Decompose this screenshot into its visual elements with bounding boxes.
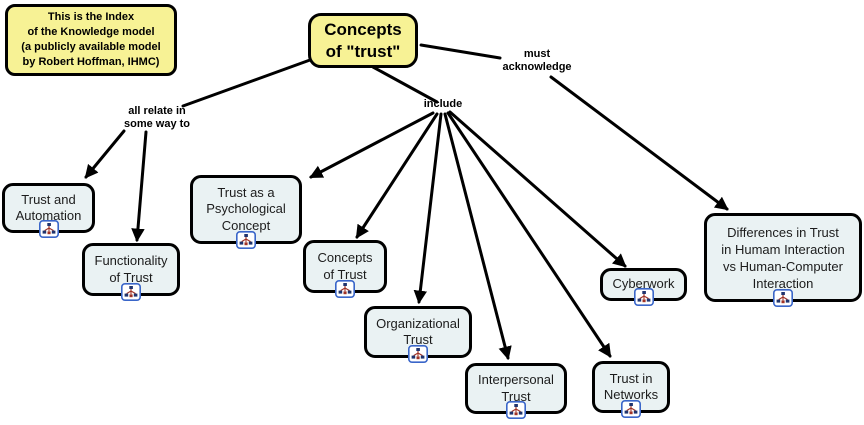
edge-acknowledge-to-differences xyxy=(549,75,729,211)
node-label: Trust and Automation xyxy=(15,191,82,224)
node-trust-as-psychological-concept[interactable]: Trust as a Psychological Concept xyxy=(190,175,302,249)
node-interpersonal-trust[interactable]: Interpersonal Trust xyxy=(465,363,567,419)
node-differences-in-trust[interactable]: Differences in Trust in Humam Interactio… xyxy=(704,213,862,307)
node-label: Trust in Networks xyxy=(603,370,659,403)
concept-map-resource-icon[interactable] xyxy=(633,288,654,306)
node-label: Concepts of Trust xyxy=(317,250,373,282)
root-node-label: Concepts of "trust" xyxy=(324,19,402,61)
concept-map-resource-icon[interactable] xyxy=(335,280,355,298)
concept-map-resource-icon[interactable] xyxy=(121,283,141,301)
index-note-text: This is the Index of the Knowledge model… xyxy=(21,11,161,68)
node-label: Differences in Trust in Humam Interactio… xyxy=(721,224,845,291)
concept-map-resource-icon[interactable] xyxy=(236,231,256,249)
edge-root-to-include-label xyxy=(371,65,439,104)
edge-include-to-trust-in-networks xyxy=(446,111,612,358)
edge-include-to-interpersonal-trust xyxy=(443,112,512,361)
node-cyberwork[interactable]: Cyberwork xyxy=(600,268,687,306)
concept-map-resource-icon[interactable] xyxy=(506,401,526,419)
edge-include-to-organizational-trust xyxy=(413,112,443,305)
link-label-must-acknowledge[interactable]: must acknowledge xyxy=(502,48,572,73)
concept-map-resource-icon[interactable] xyxy=(38,220,59,238)
concept-map-resource-icon[interactable] xyxy=(408,345,428,363)
node-concepts-of-trust-root[interactable]: Concepts of "trust" xyxy=(308,13,418,68)
edge-relate-to-functionality-of-trust xyxy=(131,130,148,243)
index-note[interactable]: This is the Index of the Knowledge model… xyxy=(5,4,177,76)
edge-relate-to-trust-and-automation xyxy=(84,129,126,179)
node-concepts-of-trust[interactable]: Concepts of Trust xyxy=(303,240,387,298)
concept-map-resource-icon[interactable] xyxy=(773,289,793,307)
node-label: Trust as a Psychological Concept xyxy=(206,184,286,233)
node-organizational-trust[interactable]: Organizational Trust xyxy=(364,306,472,363)
edge-include-to-cyberwork xyxy=(448,110,627,268)
edge-include-to-concepts-of-trust xyxy=(355,112,439,239)
node-label: Functionality of Trust xyxy=(94,253,168,285)
edge-root-to-acknowledge-label xyxy=(419,43,502,60)
node-label: Cyberwork xyxy=(612,276,675,292)
link-label-include[interactable]: include xyxy=(423,98,463,110)
node-label: Interpersonal Trust xyxy=(478,372,554,404)
link-label-all-relate[interactable]: all relate in some way to xyxy=(123,105,191,130)
node-trust-and-automation[interactable]: Trust and Automation xyxy=(2,183,95,238)
node-trust-in-networks[interactable]: Trust in Networks xyxy=(592,361,670,418)
node-label: Organizational Trust xyxy=(376,315,460,348)
edge-include-to-trust-psychological xyxy=(309,111,435,179)
edge-root-to-relate-label xyxy=(181,58,312,108)
concept-map-resource-icon[interactable] xyxy=(621,400,641,418)
node-functionality-of-trust[interactable]: Functionality of Trust xyxy=(82,243,180,301)
